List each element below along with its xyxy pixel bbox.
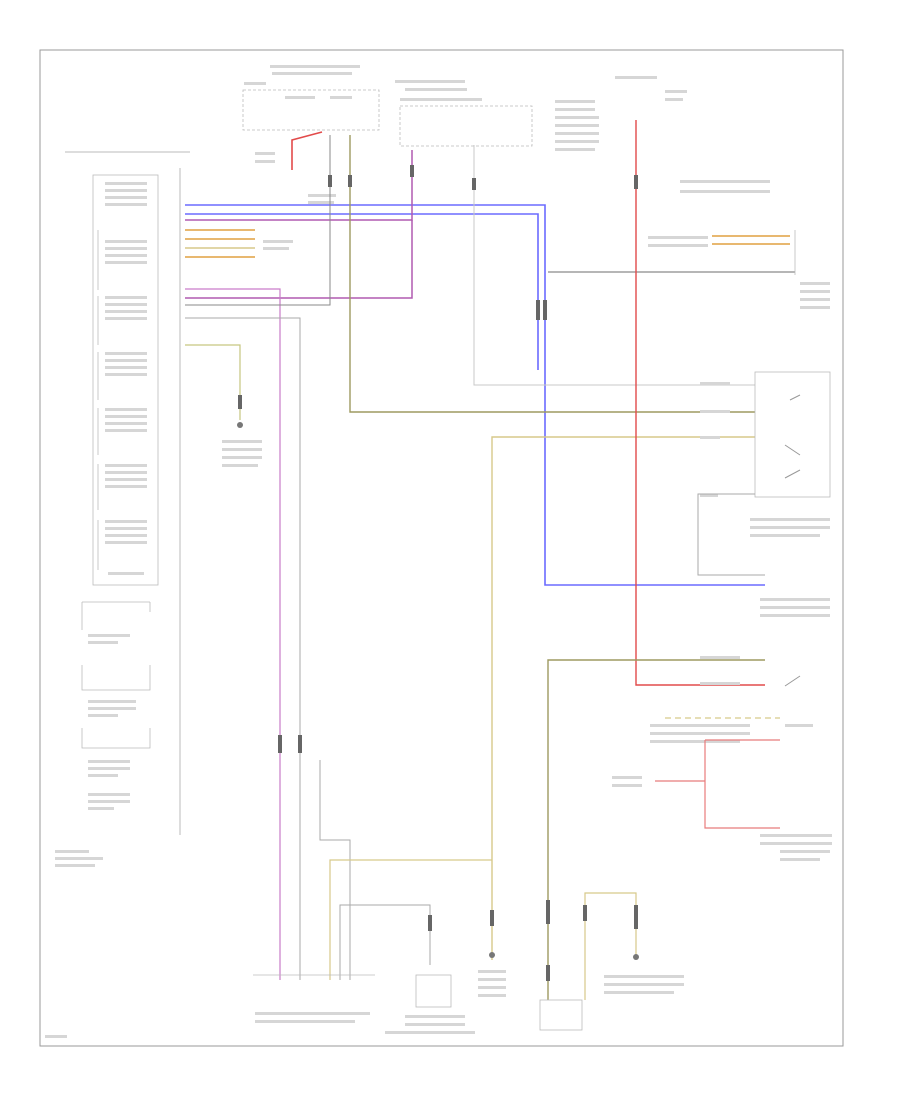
wire-orange-group <box>185 229 255 258</box>
wire-red-long <box>635 120 765 686</box>
fuse-relay-box <box>242 65 687 151</box>
sensor-box-3 <box>81 728 151 749</box>
diagram-id-mark <box>45 1035 67 1038</box>
sensor-box-2 <box>81 665 151 691</box>
grounds-left <box>222 422 262 467</box>
wire-olive-2 <box>547 659 765 1000</box>
wire-gray-2 <box>473 145 755 386</box>
brake-switch <box>700 656 801 687</box>
selector-lever-module <box>253 974 375 1023</box>
transmission-control-module <box>55 151 190 867</box>
lower-right-connectors <box>612 717 832 861</box>
bottom-right-box <box>539 954 684 1031</box>
wire-violet-1 <box>185 150 413 221</box>
right-upper-module <box>648 180 830 309</box>
module-label-rows <box>105 182 147 575</box>
sensor-box-1 <box>81 601 151 630</box>
wire-violet-2 <box>185 220 413 299</box>
wire-violet-3 <box>185 288 281 980</box>
diagram-frame <box>39 49 844 1047</box>
transmission-range-switch <box>697 371 831 617</box>
lower-box-sensor <box>385 974 475 1034</box>
bottom-center-labels <box>478 952 506 997</box>
wire-red-ground <box>291 131 323 170</box>
wire-tan-short <box>185 344 241 420</box>
wire-blue-2 <box>185 213 539 370</box>
wire-olive-1 <box>349 135 755 413</box>
wire-gray-6 <box>339 904 431 980</box>
connector-marks <box>238 165 638 981</box>
wire-tan-2 <box>329 859 492 980</box>
wire-tan-1 <box>491 436 755 960</box>
wire-gray-3 <box>185 317 301 980</box>
wire-blue-1 <box>185 204 765 586</box>
wire-gray-1 <box>185 135 331 306</box>
wire-gray-5 <box>319 760 351 980</box>
